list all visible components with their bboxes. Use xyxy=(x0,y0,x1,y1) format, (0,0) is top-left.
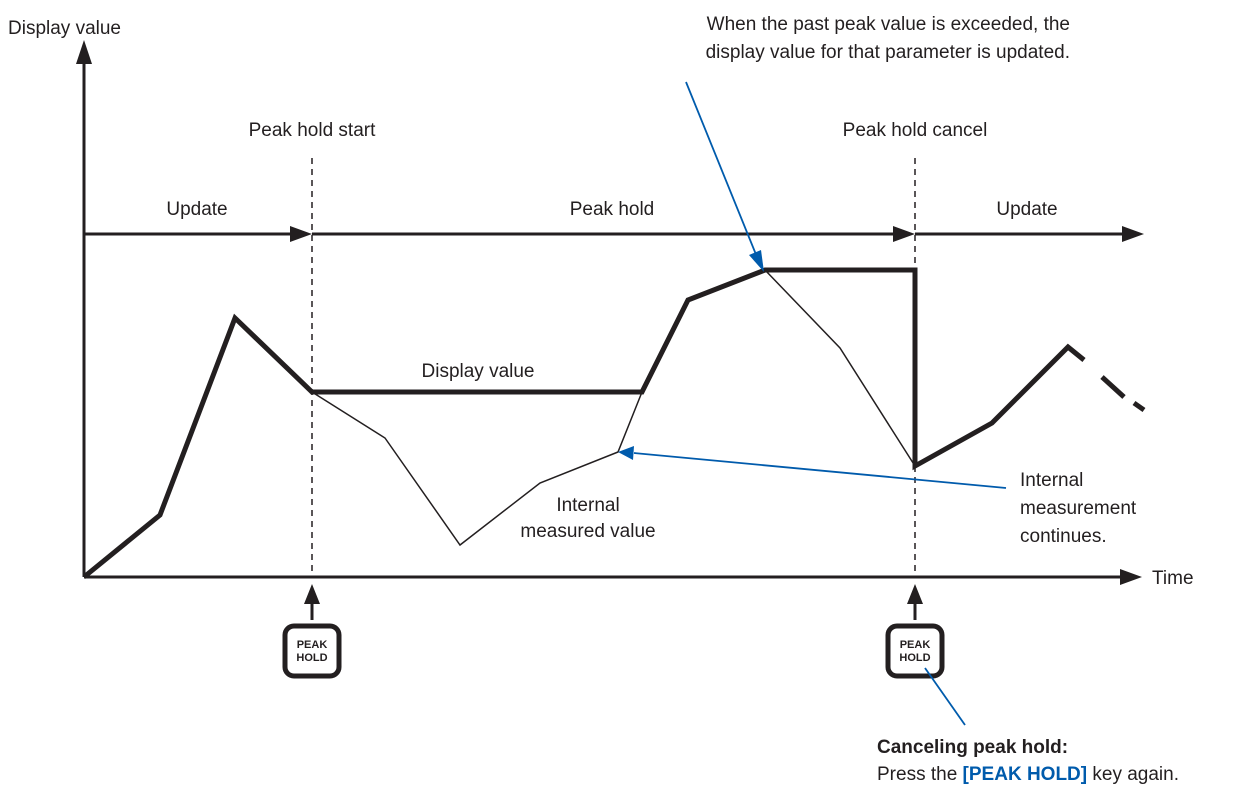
internal-value-label-2: measured value xyxy=(520,521,655,542)
cancel-note-prefix: Press the xyxy=(877,764,963,785)
key-label-line1: PEAK xyxy=(900,639,931,651)
display-value-line xyxy=(82,267,1086,579)
peak-hold-cancel-label: Peak hold cancel xyxy=(843,120,988,141)
display-value-label: Display value xyxy=(422,361,535,382)
cancel-key-arrowhead xyxy=(907,584,923,604)
peak-hold-start-label: Peak hold start xyxy=(249,120,376,141)
cancel-note-body: Press the [PEAK HOLD] key again. xyxy=(877,764,1179,785)
peak-hold-key-start: PEAK HOLD xyxy=(282,623,342,679)
continues-leader-line xyxy=(633,452,1007,489)
update-label-2: Update xyxy=(996,199,1057,220)
peak-hold-arrowhead xyxy=(893,226,915,242)
peak-hold-label: Peak hold xyxy=(570,199,655,220)
cancel-note-key: [PEAK HOLD] xyxy=(963,764,1088,785)
internal-value-line xyxy=(311,391,643,547)
exceeded-note-line2: display value for that parameter is upda… xyxy=(706,42,1070,63)
display-value-dash-2 xyxy=(1132,400,1146,413)
update-label-1: Update xyxy=(166,199,227,220)
cancel-note-leader-line xyxy=(924,667,966,726)
update-arrowhead-1 xyxy=(290,226,312,242)
update-arrowhead-2 xyxy=(1122,226,1144,242)
key-label-line2: HOLD xyxy=(296,652,327,664)
key-label-line2: HOLD xyxy=(899,652,930,664)
key-frame xyxy=(282,623,342,679)
continues-note-line2: measurement xyxy=(1020,498,1137,519)
y-axis-label: Display value xyxy=(8,18,121,39)
x-axis-label: Time xyxy=(1152,568,1194,589)
internal-value-line-hidden xyxy=(764,269,916,467)
peak-hold-key-cancel: PEAK HOLD xyxy=(885,623,945,679)
y-axis-arrowhead xyxy=(76,40,92,64)
display-value-dash-1 xyxy=(1100,375,1126,399)
exceeded-note-line1: When the past peak value is exceeded, th… xyxy=(707,14,1070,35)
key-label-line1: PEAK xyxy=(297,639,328,651)
continues-note-line1: Internal xyxy=(1020,470,1083,491)
start-key-arrowhead xyxy=(304,584,320,604)
cancel-note-title: Canceling peak hold: xyxy=(877,737,1068,758)
continues-note-line3: continues. xyxy=(1020,526,1107,547)
continues-leader-arrowhead xyxy=(618,446,634,460)
key-frame xyxy=(885,623,945,679)
exceeded-leader-arrowhead xyxy=(749,250,764,272)
cancel-note-suffix: key again. xyxy=(1087,764,1179,785)
exceeded-leader-line xyxy=(685,81,758,258)
x-axis-arrowhead xyxy=(1120,569,1142,585)
internal-value-label-1: Internal xyxy=(556,495,619,516)
